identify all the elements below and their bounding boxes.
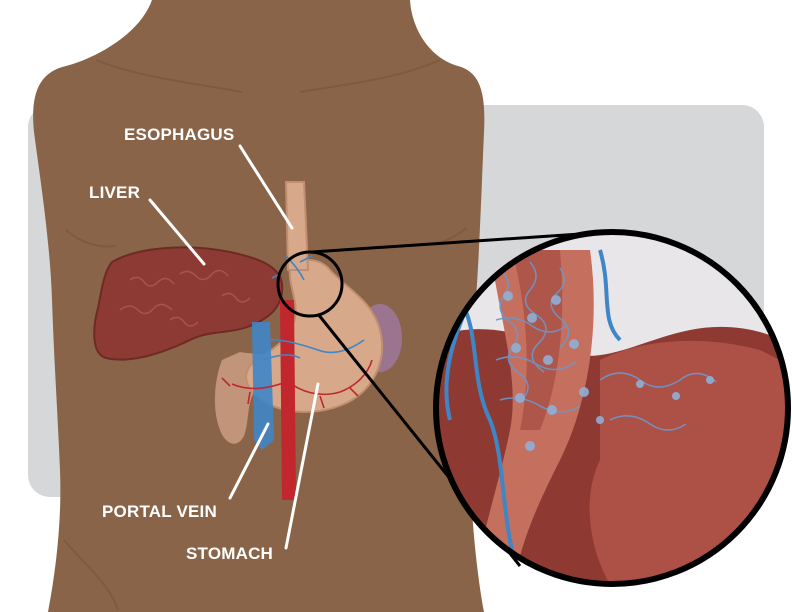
label-esophagus: ESOPHAGUS [124, 125, 234, 145]
label-stomach: STOMACH [186, 544, 273, 564]
label-liver: LIVER [89, 183, 140, 203]
label-portal-vein: PORTAL VEIN [102, 502, 217, 522]
aorta [280, 300, 296, 500]
